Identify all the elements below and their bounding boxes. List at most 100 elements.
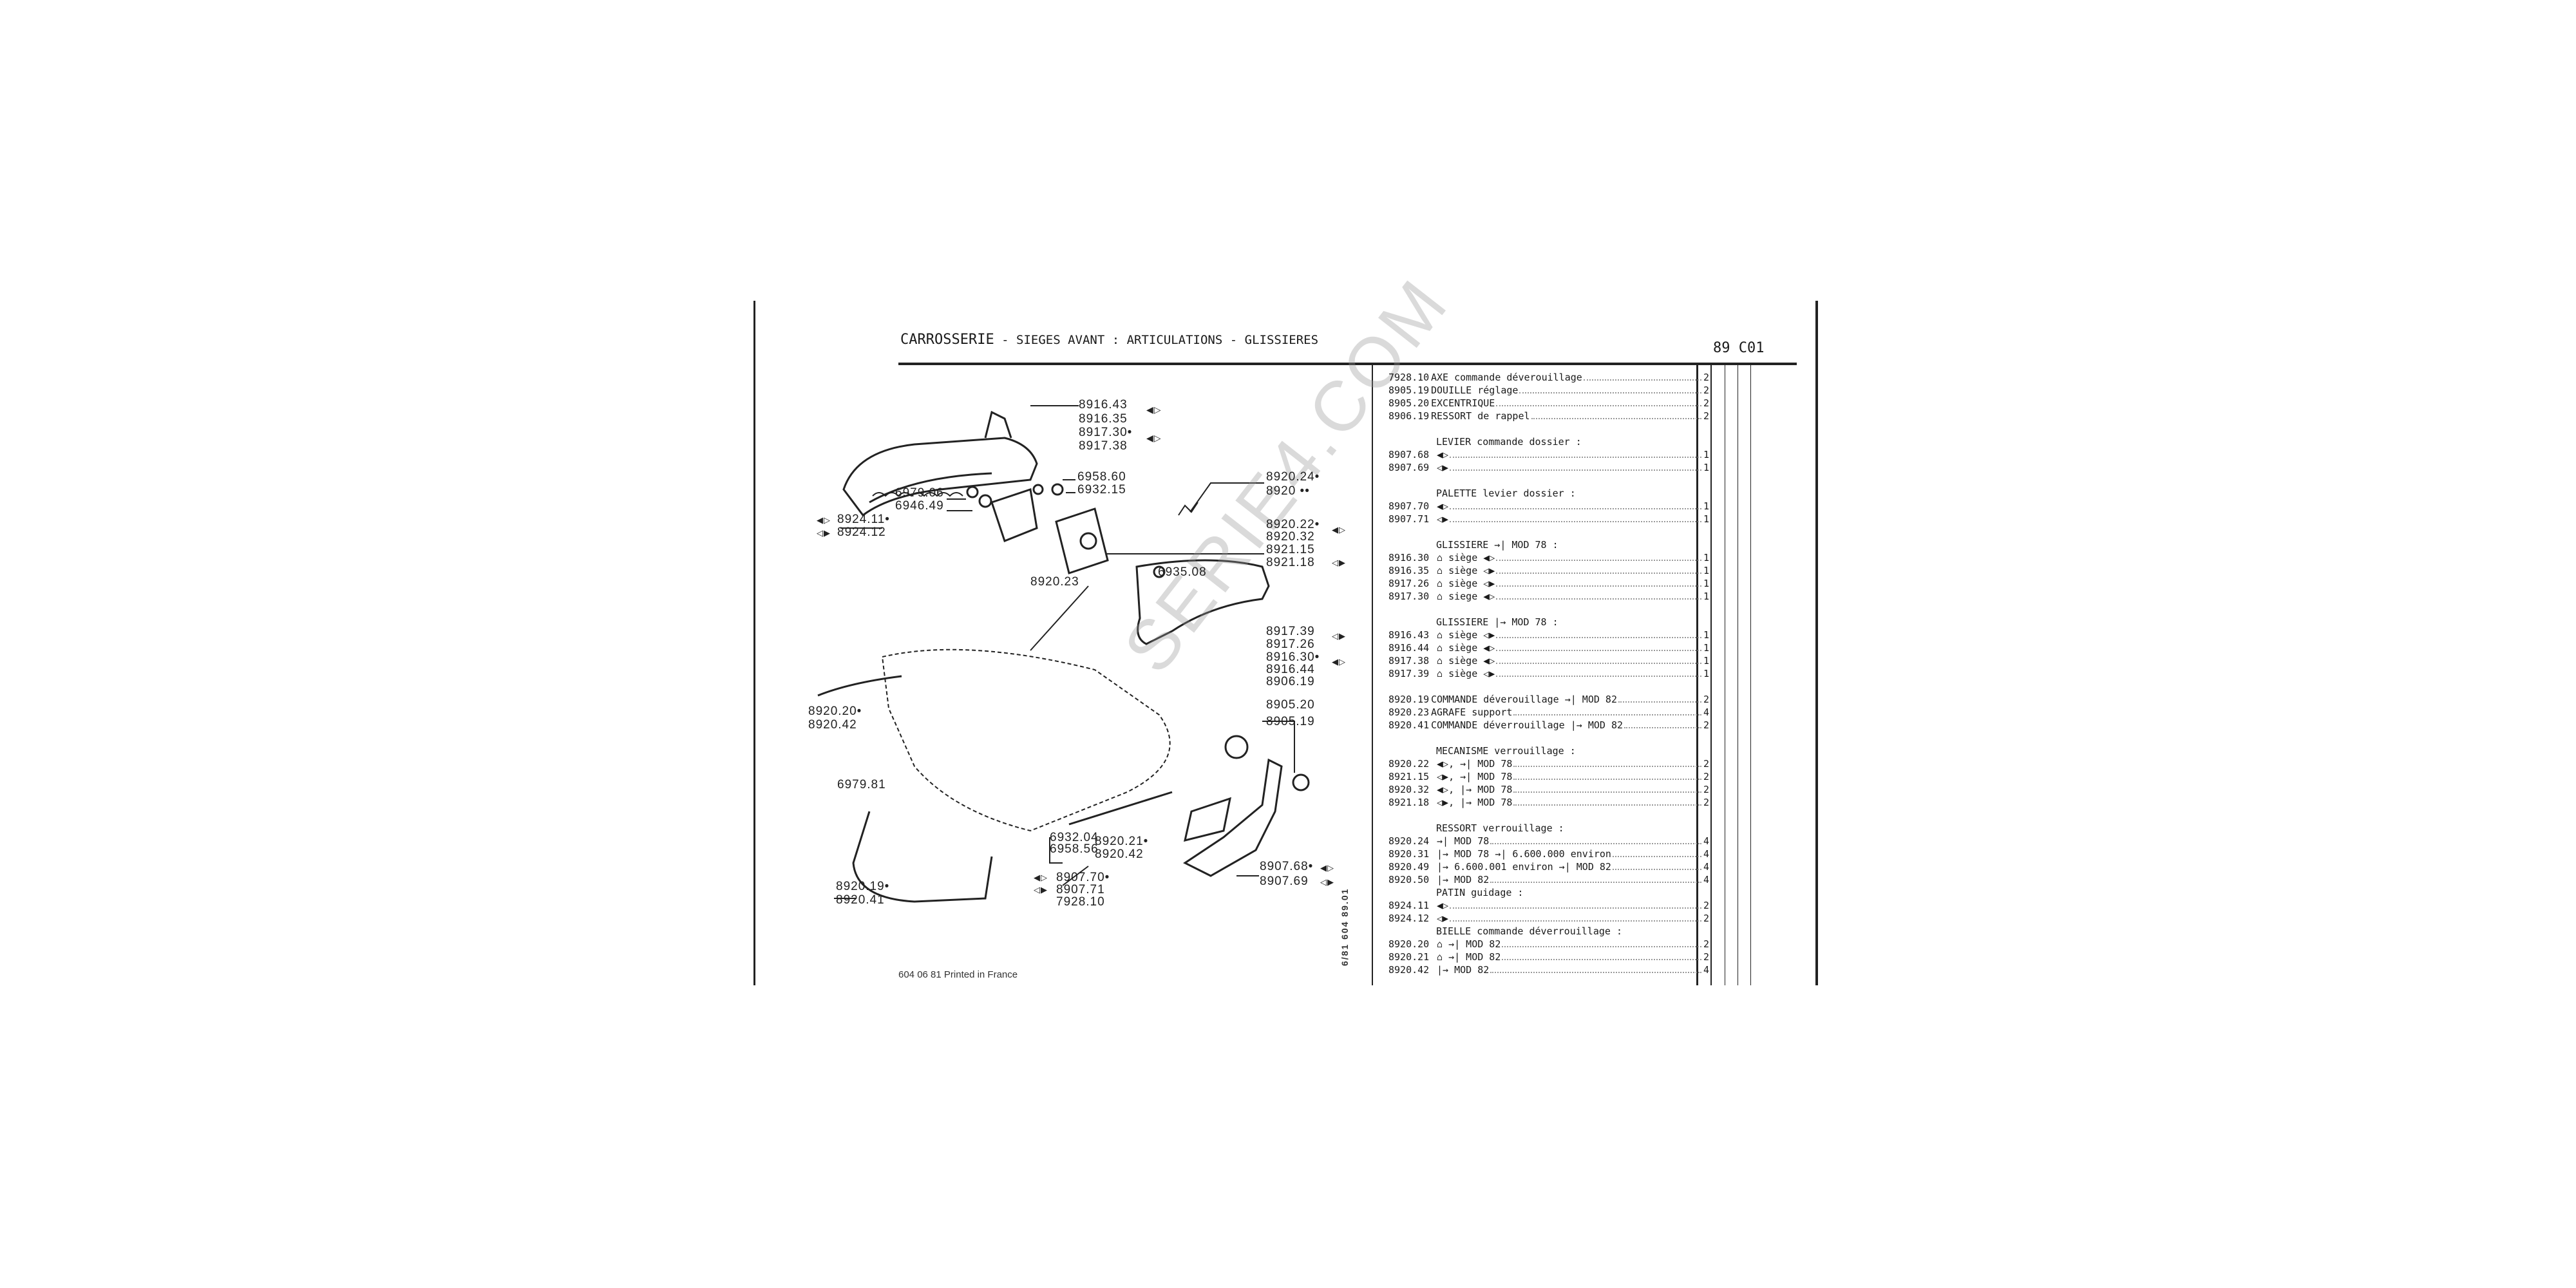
part-description: ◁▶, |→ MOD 78 (1431, 797, 1513, 808)
part-quantity: 2 (1703, 938, 1709, 950)
list-divider (1372, 365, 1373, 985)
part-reference: 8916.43 (1388, 629, 1430, 641)
part-reference: 8907.70 (1388, 500, 1430, 512)
part-quantity: 1 (1703, 629, 1709, 641)
part-description: ◀▷, →| MOD 78 (1431, 758, 1513, 770)
part-description: ◁▶ (1431, 513, 1449, 525)
parts-row: 8916.35 ⌂ siège ◁▶1 (1388, 564, 1709, 577)
parts-row: 8907.69 ◁▶1 (1388, 461, 1709, 474)
part-description: ⌂ →| MOD 82 (1431, 951, 1501, 963)
part-quantity: 2 (1703, 384, 1709, 396)
part-reference: 8920.19 (1388, 694, 1430, 705)
side-code: 6/81 604 89.01 (1340, 887, 1350, 966)
part-reference: 8917.39 (1388, 668, 1430, 679)
part-description: PATIN guidage : (1436, 887, 1524, 898)
rear-glide-rail-drawing (842, 410, 1038, 517)
part-description: RESSORT verrouillage : (1436, 822, 1564, 834)
left-hand-symbol: ◀▷ (1332, 525, 1346, 535)
dot-leader (1502, 959, 1701, 960)
part-description: ◁▶, →| MOD 78 (1431, 771, 1513, 782)
parts-group-heading: GLISSIERE |→ MOD 78 : (1388, 616, 1704, 629)
part-quantity: 1 (1703, 642, 1709, 654)
part-description: ⌂ siège ◀▷ (1431, 642, 1495, 654)
leader-lines (834, 405, 1295, 899)
dot-leader (1502, 946, 1701, 947)
part-reference: 8920.24 (1388, 835, 1430, 847)
section-subtitle: - SIEGES AVANT : ARTICULATIONS - GLISSIE… (994, 333, 1319, 347)
callout-label: 8920.24• (1266, 470, 1320, 484)
parts-group-heading: GLISSIERE →| MOD 78 : (1388, 538, 1704, 551)
dot-leader (1612, 869, 1701, 870)
part-description: MECANISME verrouillage : (1436, 745, 1576, 757)
callout-label: 8905.20 (1266, 698, 1315, 712)
part-description: LEVIER commande dossier : (1436, 436, 1582, 448)
parts-row: 8921.15 ◁▶, →| MOD 78 2 (1388, 770, 1709, 783)
part-description: COMMANDE déverrouillage |→ MOD 82 (1431, 719, 1624, 731)
callout-label: 8905.19 (1266, 715, 1315, 728)
part-description: ⌂ siège ◁▶ (1431, 629, 1495, 641)
dot-leader (1496, 663, 1701, 664)
part-description: PALETTE levier dossier : (1436, 488, 1576, 499)
part-quantity: 2 (1703, 771, 1709, 782)
callout-label: 8907.69 (1260, 875, 1309, 888)
callout-label: 8916.35 (1079, 412, 1128, 426)
part-quantity: 1 (1703, 668, 1709, 679)
part-reference: 8920.21 (1388, 951, 1430, 963)
right-hand-symbol: ◁▶ (817, 528, 831, 538)
part-quantity: 1 (1703, 552, 1709, 564)
part-quantity: 2 (1703, 758, 1709, 770)
dot-leader (1513, 714, 1701, 715)
part-description: |→ MOD 82 (1431, 874, 1490, 886)
part-description: GLISSIERE →| MOD 78 : (1436, 539, 1558, 551)
part-reference: 8924.12 (1388, 913, 1430, 924)
part-description: |→ 6.600.001 environ →| MOD 82 (1431, 861, 1611, 873)
parts-row: 8924.11 ◀▷2 (1388, 899, 1709, 912)
callout-label: 8920.20• (808, 705, 862, 718)
column-line (1710, 365, 1712, 985)
seat-frame-drawing (881, 649, 1171, 832)
part-quantity: 1 (1703, 500, 1709, 512)
callout-label: 6958.56 (1050, 842, 1099, 856)
callout-label: 8907.71 (1056, 883, 1105, 896)
part-description: ◀▷ (1431, 500, 1449, 512)
part-reference: 8907.71 (1388, 513, 1430, 525)
dot-leader (1496, 650, 1701, 651)
part-reference: 8905.20 (1388, 397, 1430, 409)
part-reference: 8917.30 (1388, 591, 1430, 602)
part-quantity: 4 (1703, 835, 1709, 847)
part-quantity: 2 (1703, 797, 1709, 808)
part-reference: 8907.68 (1388, 449, 1430, 460)
part-description: RESSORT de rappel (1431, 410, 1530, 422)
dot-leader (1513, 779, 1701, 780)
part-reference: 8917.26 (1388, 578, 1430, 589)
part-quantity: 1 (1703, 578, 1709, 589)
dot-leader (1490, 843, 1701, 844)
callout-label: 8920.22• (1266, 518, 1320, 531)
dot-leader (1490, 972, 1701, 973)
dot-leader (1618, 701, 1701, 703)
dot-leader (1450, 508, 1701, 509)
callout-label: 6932.15 (1077, 483, 1126, 497)
page-right-border (1815, 301, 1818, 985)
part-reference: 8920.41 (1388, 719, 1430, 731)
parts-row: 8907.70 ◀▷ 1 (1388, 500, 1709, 513)
hinge-mechanism-drawing (966, 482, 1264, 574)
parts-group-heading: PALETTE levier dossier : (1388, 487, 1704, 500)
callout-label: 6935.08 (1158, 565, 1207, 579)
parts-row: 8916.44 ⌂ siège ◀▷1 (1388, 641, 1709, 654)
part-quantity: 2 (1703, 719, 1709, 731)
part-reference: 8920.42 (1388, 964, 1430, 976)
part-description: ⌂ siège ◀▷ (1431, 552, 1495, 564)
part-reference: 8921.15 (1388, 771, 1430, 782)
callout-label: 8907.68• (1260, 860, 1314, 873)
